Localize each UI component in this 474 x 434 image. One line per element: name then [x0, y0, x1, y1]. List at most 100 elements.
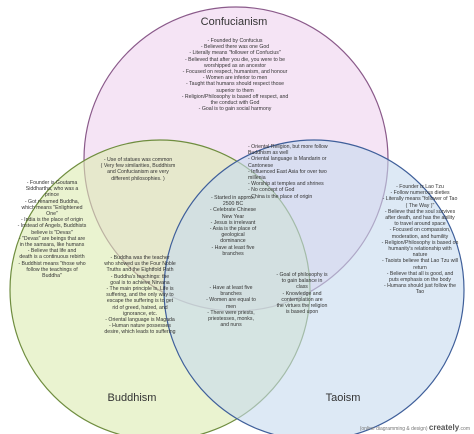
list-line: priestesses, monks, — [208, 316, 254, 323]
watermark-brand: creately — [428, 423, 460, 432]
list-line: goal is to achieve Nirvana — [110, 279, 170, 286]
list-line: - "Devas" are beings that are — [18, 235, 86, 242]
list-line: - Goal of philosophy is — [276, 272, 328, 278]
list-line: believe is "Devas" — [31, 229, 73, 236]
list-line: - Founder is Goutama — [26, 180, 78, 186]
list-line: - Focused on respect, humanism, and hono… — [182, 69, 288, 76]
list-line: prince — [44, 192, 60, 199]
list-line: - Celebrate Chinese — [209, 207, 257, 214]
list-line: - Believed there was one God — [200, 44, 270, 51]
list-line: millenia — [248, 175, 266, 182]
list-line: - Believe that life and — [27, 248, 77, 255]
list-line: - India is the place of origin — [21, 217, 83, 224]
list-line: - Follow numerous dieties — [390, 190, 450, 197]
list-line: desire, which leads to suffering — [104, 329, 176, 336]
list-line: and nuns — [220, 322, 242, 329]
list-line: - Women are equal to — [206, 297, 256, 304]
list-line: - Oriental language is Mandarin or — [248, 156, 327, 163]
confucianism-buddhism-list: - Use of statues was common( Very few si… — [92, 157, 184, 182]
list-line: dominance — [220, 238, 246, 245]
buddhism-title: Buddhism — [108, 392, 157, 404]
list-line: ( Very few similarities, Buddhism — [100, 163, 176, 170]
list-line: 2500 BC — [222, 201, 244, 208]
list-line: which means "Enlightened — [21, 204, 83, 211]
list-line: contemplation are — [281, 296, 323, 303]
list-line: return — [413, 264, 427, 271]
list-line: - Believe that the soul survives — [384, 208, 456, 215]
list-line: Cantonese — [248, 162, 274, 169]
list-line: - Have at least five — [211, 244, 255, 251]
list-line: - Worship at temples and shrines — [248, 181, 324, 188]
list-line: - The main principle is, Life is — [106, 286, 174, 293]
list-line: Truths and the Eightfold Path — [106, 267, 174, 274]
list-line: - Buddhist means "those who — [18, 260, 86, 267]
list-line: - No concept of God — [248, 187, 295, 194]
list-line: - Got renamed Buddha, — [24, 198, 80, 205]
list-line: - Believed that after you die, you were … — [184, 56, 286, 63]
list-line: different philosophies. ) — [111, 175, 165, 182]
creately-watermark: (online diagramming & design) creately.c… — [360, 423, 470, 432]
watermark-suffix: .com — [459, 426, 470, 432]
list-line: is based upon — [285, 309, 319, 316]
list-line: - Literally means "follower of Confucius… — [189, 50, 281, 57]
list-line: - China is the place of origin — [248, 193, 313, 200]
confucianism-title: Confucianism — [201, 16, 268, 28]
list-line: - Buddha's teachings: the — [110, 273, 170, 280]
list-line: worshipped as an ancestor — [204, 62, 266, 69]
taoism-circle — [163, 139, 465, 434]
list-line: - Use of statues was common — [103, 157, 173, 163]
list-line: class — [296, 284, 308, 291]
list-line: after death, and has the ability — [385, 215, 455, 222]
list-line: - Taoists believe that Lao Tzu will — [382, 258, 458, 265]
list-line: - Human nature possesses — [109, 323, 171, 330]
list-line: - Taught that humans should respect thos… — [186, 81, 284, 88]
list-line: Tao — [415, 289, 425, 296]
all-three-list: - Started in approx.2500 BC- Celebrate C… — [198, 195, 268, 257]
list-line: branches — [222, 250, 244, 257]
list-line: - Buddha was the teacher — [110, 255, 170, 261]
list-line: superior to them — [216, 87, 254, 94]
list-line: nature — [412, 252, 428, 259]
list-line: - Oriental Religion, but more follow — [248, 144, 328, 150]
list-line: Buddhism as well — [248, 150, 289, 157]
list-line: and Confucianism are very — [107, 169, 169, 176]
list-line: New Year — [221, 213, 245, 220]
list-line: - Knowledge and — [282, 290, 322, 297]
list-line: - Religion/Philosophy is based off respe… — [181, 93, 289, 100]
list-line: geological — [221, 232, 245, 239]
list-line: Buddha" — [42, 273, 62, 280]
taoism-title: Taoism — [326, 392, 361, 404]
list-line: moderation, and humility — [391, 233, 449, 240]
list-line: ignorance, etc. — [122, 310, 158, 317]
watermark-prefix: (online diagramming & design) — [359, 426, 428, 432]
list-line: the conduct with God — [210, 100, 260, 107]
list-line: puts emphasis on the body — [388, 277, 451, 284]
list-line: men — [225, 303, 237, 310]
list-line: - Have at least five — [209, 285, 253, 291]
list-line: - Religion/Philosophy is based on — [381, 239, 459, 246]
list-line: - There were priests, — [207, 309, 255, 316]
list-line: in the samsara, like humans — [19, 242, 85, 249]
list-line: - Goal is to gain social harmony — [198, 106, 272, 113]
confucianism-only-list: - Founded by Confucius- Believed there w… — [175, 38, 295, 112]
list-line: - Humans should just follow the — [383, 283, 457, 290]
list-line: - Oriental language is Magada — [105, 317, 175, 324]
list-line: - Literally means "follower of Tao — [382, 196, 458, 203]
list-line: to travel around space — [394, 221, 446, 228]
list-line: - Influenced East Asia for over two — [248, 168, 327, 175]
list-line: escape the suffering is to get — [106, 298, 174, 305]
list-line: ( The Way )" — [405, 202, 435, 209]
list-line: - Jesus is irrelevant — [210, 219, 256, 226]
list-line: - Started in approx. — [210, 195, 256, 201]
list-line: rid of greed, hatred, and — [112, 304, 168, 311]
list-line: suffering, and the only way to — [106, 292, 174, 299]
list-line: - Founded by Confucius — [207, 38, 263, 44]
list-line: branches — [220, 291, 242, 298]
taoism-only-list: - Founder is Lao Tzu- Follow numerous di… — [373, 184, 467, 296]
